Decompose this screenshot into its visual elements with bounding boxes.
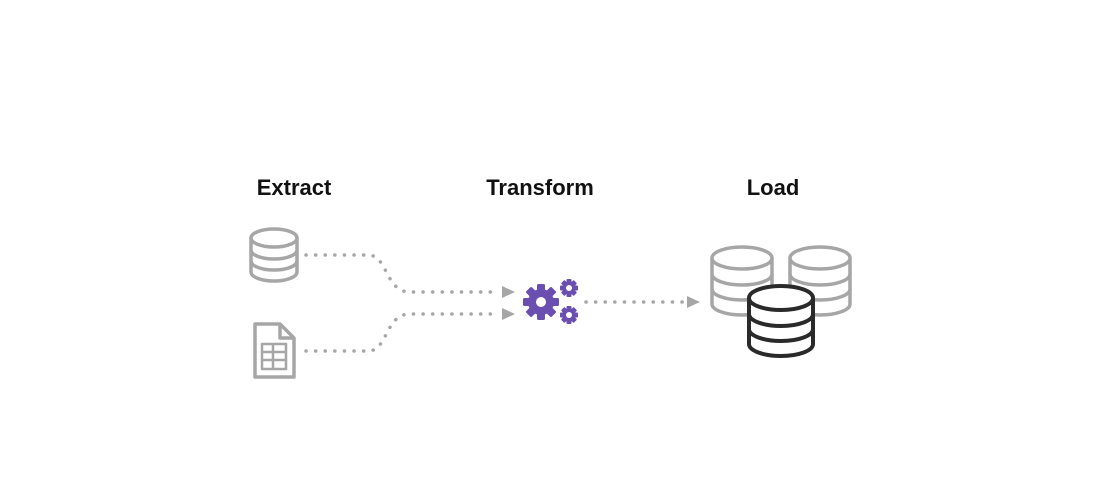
small-gear-top-icon (560, 279, 578, 297)
target-database-primary-icon (747, 284, 815, 358)
small-gear-bottom-icon (560, 306, 578, 324)
connector-lines (304, 253, 690, 353)
arrowheads (502, 286, 700, 320)
arrowhead-icon (502, 308, 515, 320)
arrowhead-icon (687, 296, 700, 308)
load-heading: Load (746, 175, 800, 200)
target-database-left-icon (710, 245, 774, 317)
arrowhead-icon (502, 286, 515, 298)
file-to-transform-connector (304, 312, 500, 353)
source-database-icon (249, 227, 299, 283)
extract-heading: Extract (256, 175, 332, 200)
transform-gears-icon (523, 279, 578, 324)
db-to-transform-connector (304, 253, 500, 294)
target-database-right-icon (788, 245, 852, 317)
transform-heading: Transform (486, 175, 594, 200)
large-gear-icon (523, 284, 559, 320)
source-spreadsheet-file-icon (253, 322, 296, 379)
